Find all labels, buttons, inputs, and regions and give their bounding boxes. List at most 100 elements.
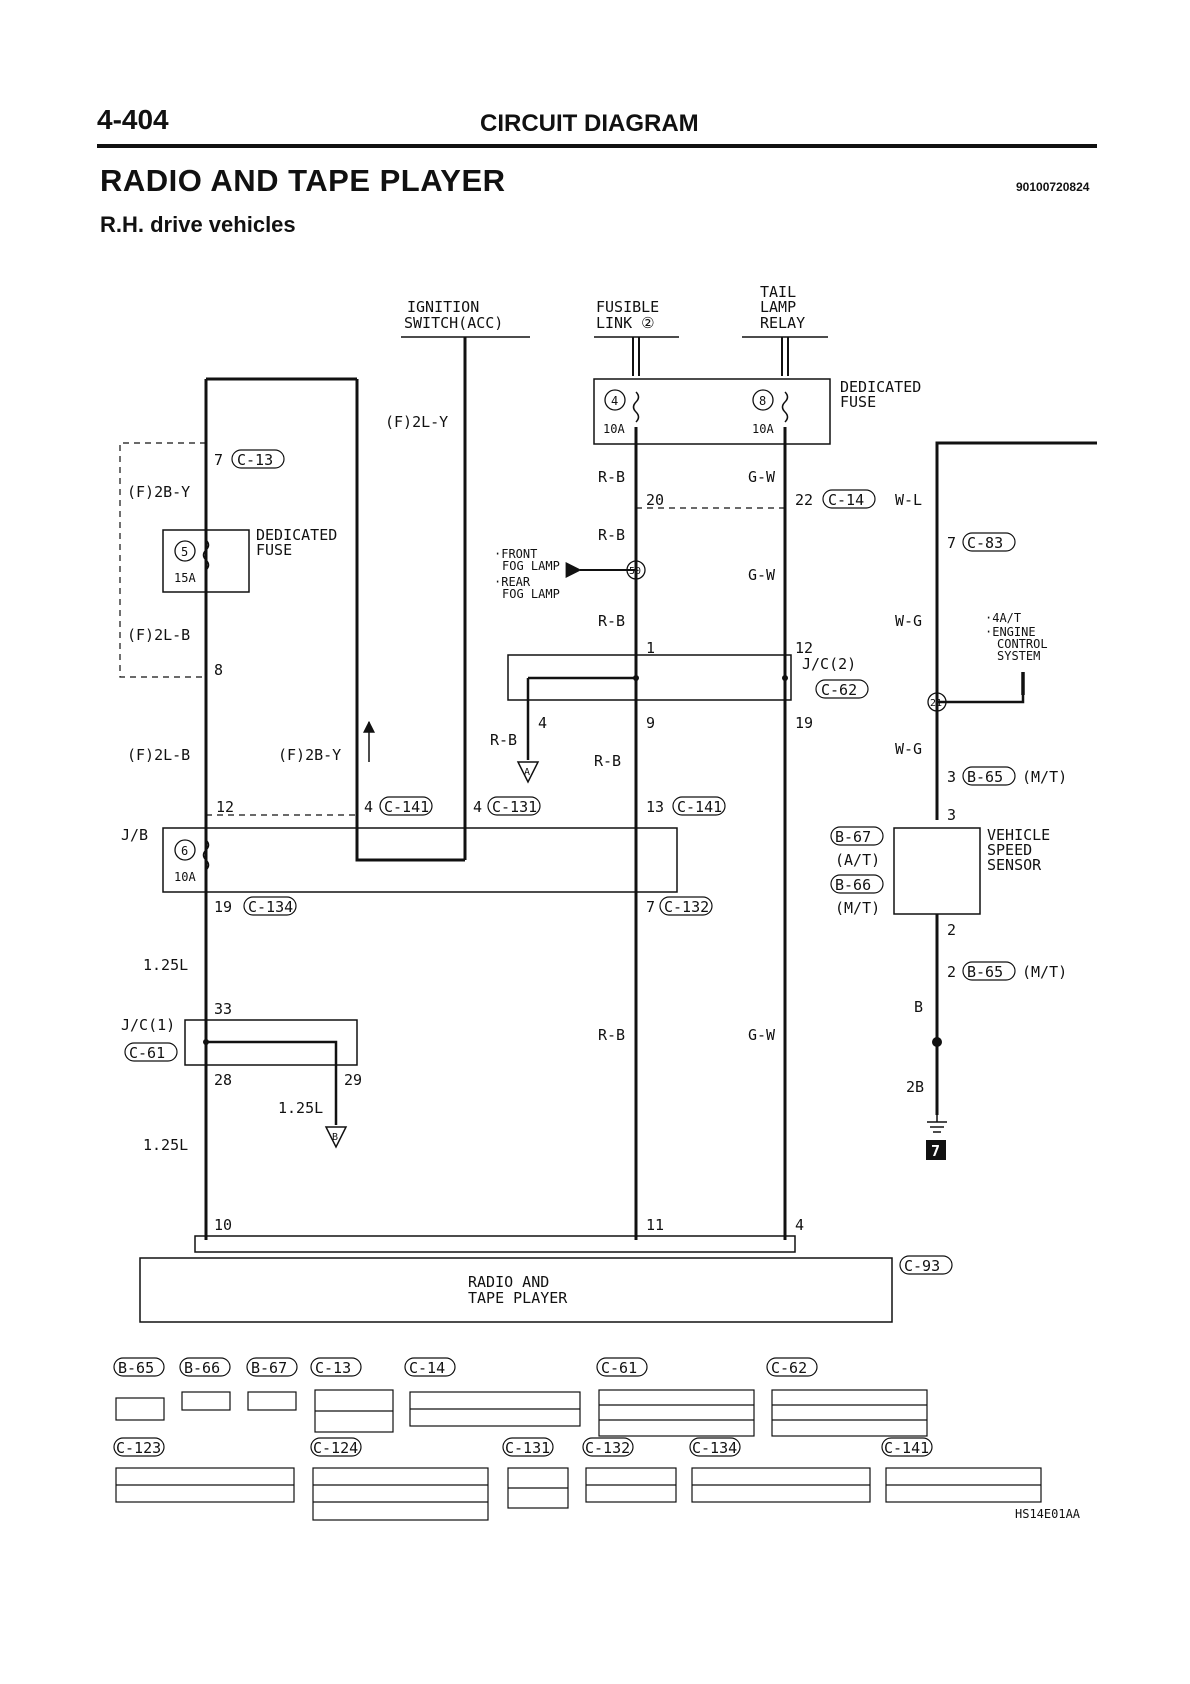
pin-label: 4 — [795, 1216, 804, 1234]
connector-view-label: B-67 — [251, 1359, 287, 1377]
radio-label: RADIO AND — [468, 1273, 549, 1291]
connector-view-label: B-65 — [118, 1359, 154, 1377]
wire-f2b-y: (F)2B-Y — [127, 483, 190, 501]
fuse-5-amp: 15A — [174, 571, 196, 585]
ground-point-badge — [926, 1140, 946, 1160]
connector-c132: C-132 — [664, 898, 709, 916]
ground-b: B — [332, 1132, 338, 1143]
figure-code: HS14E01AA — [1015, 1507, 1081, 1521]
connector-b65-b: B-65 — [967, 963, 1003, 981]
connector-c134: C-134 — [248, 898, 293, 916]
fog-lamp-label-4: FOG LAMP — [502, 587, 560, 601]
wire-f2l-b: (F)2L-B — [127, 626, 190, 644]
pin-label: 3 — [947, 768, 956, 786]
connector-b67: B-67 — [835, 828, 871, 846]
wire-g-w: G-W — [748, 1026, 776, 1044]
connector-view-label: C-134 — [692, 1439, 737, 1457]
junction-50: 50 — [629, 566, 641, 577]
connector-b66: B-66 — [835, 876, 871, 894]
fuse-8-number: 8 — [759, 394, 766, 408]
pin-label: 13 — [646, 798, 664, 816]
ground-point-number: 7 — [931, 1142, 940, 1160]
pin-label: 33 — [214, 1000, 232, 1018]
wire-w-g: W-G — [895, 612, 922, 630]
pin-label: 7 — [947, 534, 956, 552]
fog-lamp-label-2: FOG LAMP — [502, 559, 560, 573]
wire-w-g: W-G — [895, 740, 922, 758]
page-number: 4-404 — [97, 104, 169, 135]
pin-label: 4 — [538, 714, 547, 732]
tail-lamp-relay-label: TAIL — [760, 283, 796, 301]
wire-g-w: G-W — [748, 566, 776, 584]
fuse-4-amp: 10A — [603, 422, 625, 436]
pin-label: 2 — [947, 921, 956, 939]
ground-a: A — [524, 767, 530, 778]
wire-1-25l: 1.25L — [143, 956, 188, 974]
at-label: (A/T) — [835, 851, 880, 869]
connector-c93: C-93 — [904, 1257, 940, 1275]
ecs-label-2: ·ENGINE — [985, 625, 1036, 639]
connector-view-label: C-132 — [585, 1439, 630, 1457]
connector-c13: C-13 — [237, 451, 273, 469]
wire-b: B — [914, 998, 923, 1016]
junction-dots — [203, 675, 942, 1047]
fuse-6-amp: 10A — [174, 870, 196, 884]
vehicle-speed-sensor-label: VEHICLE — [987, 826, 1050, 844]
fuse-number-circles — [174, 389, 947, 861]
connector-view-label: C-124 — [313, 1439, 358, 1457]
wire-r-b: R-B — [598, 468, 625, 486]
section-heading: CIRCUIT DIAGRAM — [480, 110, 699, 137]
fog-lamp-label: ·FRONT — [494, 547, 537, 561]
joint-connector-1-label: J/C(1) — [121, 1016, 175, 1034]
wire-1-25l: 1.25L — [143, 1136, 188, 1154]
dedicated-fuse-left-label: DEDICATED — [256, 526, 337, 544]
wire-w-l: W-L — [895, 491, 922, 509]
pin-label: 19 — [795, 714, 813, 732]
wire-f2l-b-lower: (F)2L-B — [127, 746, 190, 764]
connector-c14: C-14 — [828, 491, 864, 509]
wire-r-b: R-B — [598, 526, 625, 544]
radio-label-2: TAPE PLAYER — [468, 1289, 568, 1307]
fuse-8-amp: 10A — [752, 422, 774, 436]
wire-2b: 2B — [906, 1078, 924, 1096]
fuse-4-number: 4 — [611, 394, 618, 408]
pin-label: 4 — [473, 798, 482, 816]
wire-f2b-y-lower: (F)2B-Y — [278, 746, 341, 764]
fusible-link-label: FUSIBLE — [596, 298, 659, 316]
wire-f2l-y: (F)2L-Y — [385, 413, 448, 431]
fuse-5-number: 5 — [181, 545, 188, 559]
header-rule — [97, 144, 1097, 148]
wire-r-b: R-B — [598, 1026, 625, 1044]
joint-connector-2-label: J/C(2) — [802, 655, 856, 673]
connector-view-label: C-14 — [409, 1359, 445, 1377]
fusible-link-label-2: LINK ② — [596, 314, 655, 332]
connector-view-label: C-62 — [771, 1359, 807, 1377]
connector-c141: C-141 — [384, 798, 429, 816]
pin-label: 12 — [216, 798, 234, 816]
mt-label-b: (M/T) — [1022, 768, 1067, 786]
document-code: 90100720824 — [1016, 180, 1090, 194]
pin-label: 19 — [214, 898, 232, 916]
junction-block-label: J/B — [121, 826, 148, 844]
wiring — [119, 336, 1097, 1323]
tail-lamp-relay-label-2: LAMP — [760, 298, 796, 316]
fog-lamp-label-3: ·REAR — [494, 575, 531, 589]
connector-view-label: C-131 — [505, 1439, 550, 1457]
connector-b65: B-65 — [967, 768, 1003, 786]
pin-label: 11 — [646, 1216, 664, 1234]
dedicated-fuse-label: DEDICATED — [840, 378, 921, 396]
pin-label: 22 — [795, 491, 813, 509]
wire-r-b: R-B — [490, 731, 517, 749]
pin-label: 7 — [214, 451, 223, 469]
connector-c131: C-131 — [492, 798, 537, 816]
pin-label: 8 — [214, 661, 223, 679]
ignition-switch-label-2: SWITCH(ACC) — [404, 314, 503, 332]
pin-label: 29 — [344, 1071, 362, 1089]
ecs-label: ·4A/T — [985, 611, 1021, 625]
fuse-6-number: 6 — [181, 844, 188, 858]
mt-label: (M/T) — [835, 899, 880, 917]
ecs-label-3: CONTROL — [997, 637, 1048, 651]
vehicle-speed-sensor-label-3: SENSOR — [987, 856, 1042, 874]
fuse-symbols — [202, 391, 789, 871]
